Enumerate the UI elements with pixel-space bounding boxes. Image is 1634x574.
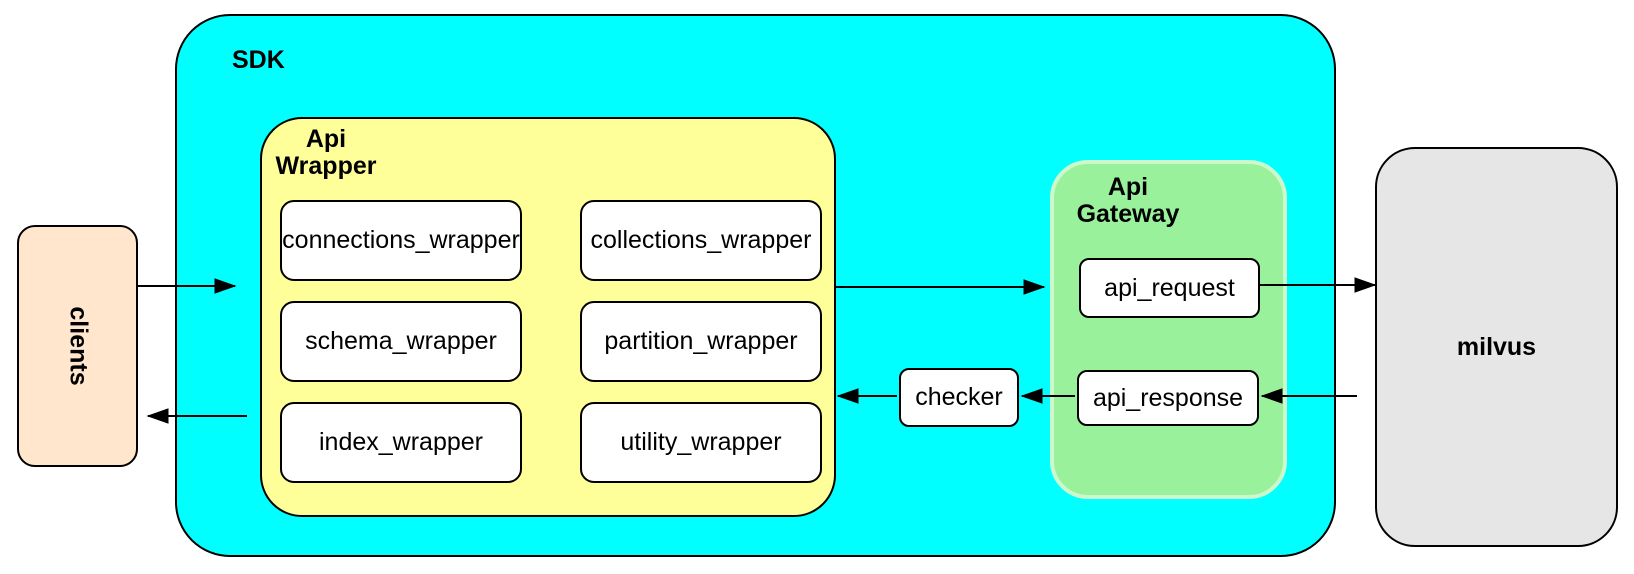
node-utility-wrapper: utility_wrapper <box>580 402 822 483</box>
api-gateway-label-line2: Gateway <box>1076 200 1180 228</box>
sdk-label: SDK <box>232 46 285 74</box>
node-api-request: api_request <box>1079 258 1260 318</box>
node-api-response: api_response <box>1077 370 1259 426</box>
node-collections-wrapper: collections_wrapper <box>580 200 822 281</box>
api-gateway-label: Api Gateway <box>1058 174 1198 228</box>
node-index-wrapper: index_wrapper <box>280 402 522 483</box>
api-wrapper-label-line2: Wrapper <box>275 152 377 180</box>
sdk-container: SDK Api Wrapper connections_wrapper coll… <box>175 14 1336 557</box>
node-partition-wrapper: partition_wrapper <box>580 301 822 382</box>
api-wrapper-label: Api Wrapper <box>264 126 388 180</box>
clients-label: clients <box>64 306 92 386</box>
node-schema-wrapper: schema_wrapper <box>280 301 522 382</box>
node-connections-wrapper: connections_wrapper <box>280 200 522 281</box>
clients-node: clients <box>17 225 138 467</box>
api-gateway-container: Api Gateway api_request api_response <box>1050 160 1287 499</box>
api-wrapper-container: Api Wrapper connections_wrapper collecti… <box>260 117 836 517</box>
milvus-node: milvus <box>1375 147 1618 547</box>
api-gateway-label-line1: Api <box>1107 173 1149 201</box>
api-wrapper-label-line1: Api <box>305 125 347 153</box>
checker-node: checker <box>899 368 1019 427</box>
